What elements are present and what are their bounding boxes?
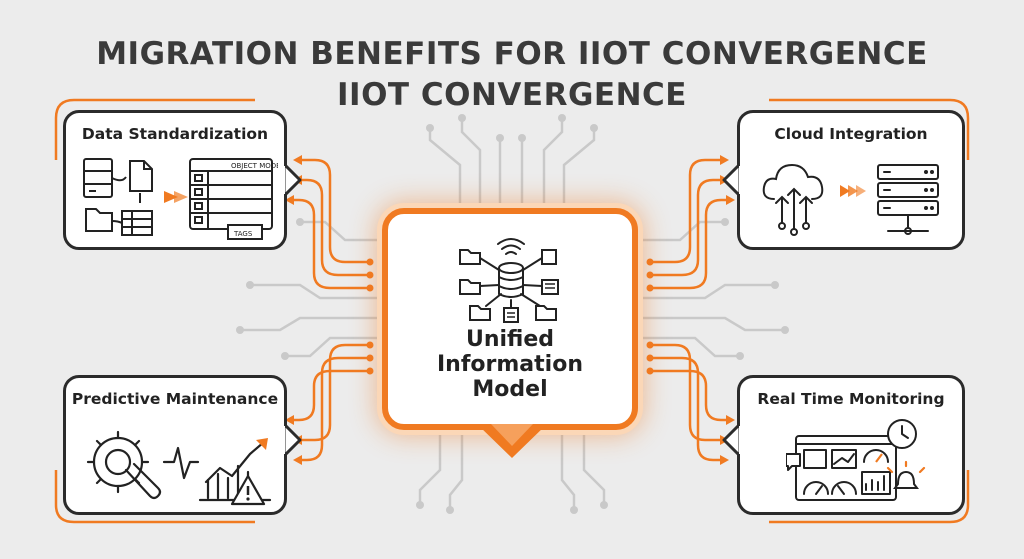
real-time-monitoring-icon bbox=[786, 419, 926, 501]
center-pointer bbox=[477, 424, 547, 458]
signal-line bbox=[162, 446, 200, 480]
clock-icon bbox=[887, 419, 917, 449]
database-icon bbox=[498, 262, 524, 298]
card-cloud-integration: Cloud Integration bbox=[737, 110, 965, 250]
center-title: Unified Information Model bbox=[388, 327, 632, 402]
trend-chart-icon bbox=[198, 440, 272, 502]
page-title-line1: MIGRATION BENEFITS FOR IIOT CONVERGENCE bbox=[96, 36, 928, 72]
card-label-predictive-maintenance: Predictive Maintenance bbox=[71, 390, 279, 408]
card-label-real-time-monitoring: Real Time Monitoring bbox=[757, 390, 945, 408]
notch-predictive-maintenance bbox=[284, 422, 302, 458]
card-data-standardization: Data Standardization bbox=[63, 110, 287, 250]
arrow-right-icon bbox=[164, 191, 188, 203]
chat-icon bbox=[786, 453, 801, 471]
warning-icon bbox=[230, 474, 266, 506]
center-title-line2: Information bbox=[437, 352, 583, 377]
data-standardization-icon: OBJECT MODEL TAGS bbox=[83, 158, 278, 240]
center-unified-information-model: Unified Information Model bbox=[382, 208, 638, 430]
predictive-maintenance-icon bbox=[86, 430, 272, 506]
server-icon bbox=[507, 283, 555, 318]
spreadsheet-icon bbox=[121, 210, 153, 236]
card-predictive-maintenance: Predictive Maintenance bbox=[63, 375, 287, 515]
wifi-icon bbox=[497, 238, 525, 255]
notch-cloud-integration bbox=[722, 162, 740, 198]
center-title-line1: Unified bbox=[465, 327, 555, 352]
arrow-up-icon bbox=[256, 438, 268, 450]
alarm-bell-icon bbox=[886, 460, 926, 489]
notch-real-time-monitoring bbox=[722, 422, 740, 458]
dashboard-icon bbox=[795, 435, 897, 501]
folder-icon bbox=[85, 208, 113, 232]
gauge-icon bbox=[803, 449, 889, 495]
center-title-line3: Model bbox=[472, 377, 548, 402]
gear-wrench-icon bbox=[86, 430, 162, 500]
object-model-text: OBJECT MODEL bbox=[231, 162, 278, 170]
cloud-integration-icon bbox=[762, 163, 939, 236]
card-label-cloud-integration: Cloud Integration bbox=[774, 125, 928, 143]
center-network-icon bbox=[459, 238, 559, 323]
card-real-time-monitoring: Real Time Monitoring bbox=[737, 375, 965, 515]
card-label-data-standardization: Data Standardization bbox=[81, 125, 269, 143]
cloud-upload-icon bbox=[762, 163, 824, 236]
server-rack-icon bbox=[877, 164, 939, 235]
server-icon bbox=[83, 158, 113, 198]
tags-text: TAGS bbox=[233, 230, 253, 238]
notch-data-standardization bbox=[284, 162, 302, 198]
folder-icon bbox=[459, 249, 557, 321]
document-icon bbox=[129, 160, 153, 192]
table-icon bbox=[189, 158, 273, 240]
arrow-right-icon bbox=[840, 185, 866, 197]
page-title-line2: IIOT CONVERGENCE bbox=[337, 77, 687, 113]
